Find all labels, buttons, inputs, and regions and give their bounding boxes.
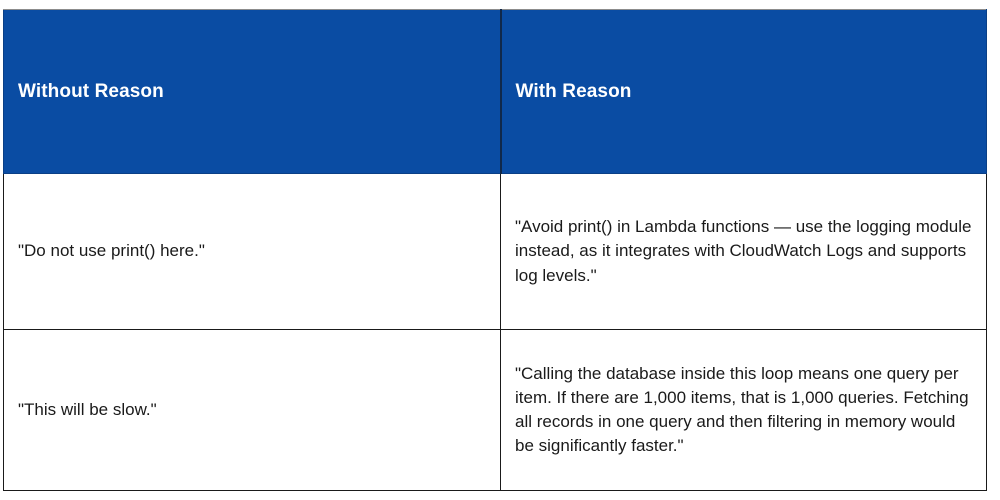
table-row: "This will be slow." "Calling the databa… xyxy=(3,329,987,491)
cell-text: "Do not use print() here." xyxy=(18,241,205,261)
cell-without-reason: "Do not use print() here." xyxy=(3,173,501,330)
cell-without-reason: "This will be slow." xyxy=(3,329,501,491)
table-header-row: Without Reason With Reason xyxy=(3,9,987,174)
cell-with-reason: "Calling the database inside this loop m… xyxy=(500,329,987,491)
comparison-table: Without Reason With Reason "Do not use p… xyxy=(3,9,987,491)
cell-text: "This will be slow." xyxy=(18,399,157,419)
comparison-table-container: Without Reason With Reason "Do not use p… xyxy=(3,9,987,491)
cell-text: "Avoid print() in Lambda functions — use… xyxy=(515,217,972,285)
table-header: Without Reason With Reason xyxy=(3,9,987,174)
table-body: "Do not use print() here." "Avoid print(… xyxy=(3,173,987,491)
cell-with-reason: "Avoid print() in Lambda functions — use… xyxy=(500,173,987,330)
column-header-without-reason: Without Reason xyxy=(3,9,501,174)
column-header-with-reason: With Reason xyxy=(499,9,987,174)
table-row: "Do not use print() here." "Avoid print(… xyxy=(3,173,987,330)
cell-text: "Calling the database inside this loop m… xyxy=(515,363,969,456)
